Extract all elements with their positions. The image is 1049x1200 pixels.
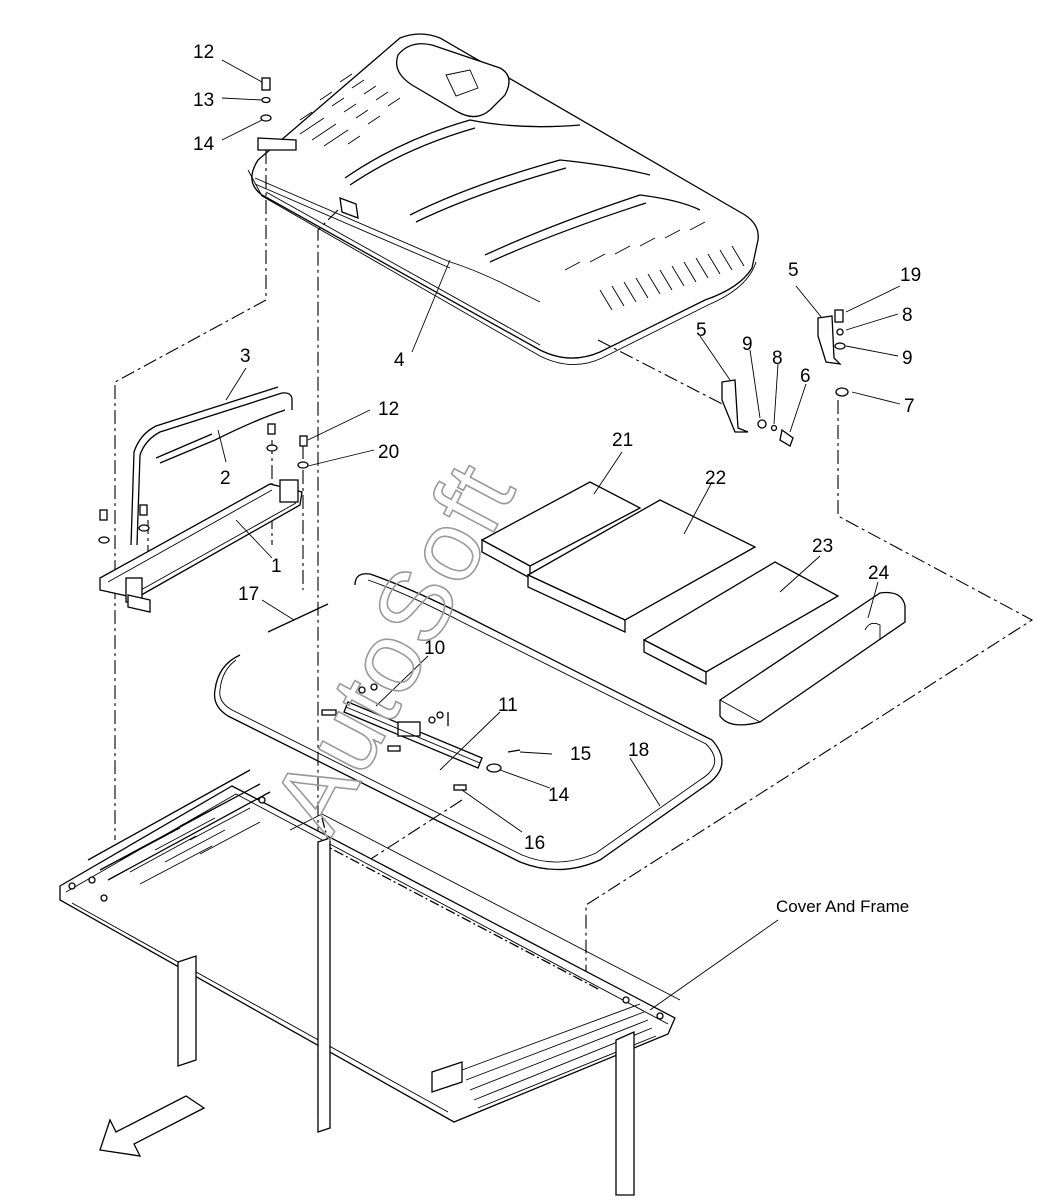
callout-14-mid: 14 — [548, 785, 570, 806]
seal-strips — [213, 573, 723, 871]
assembly-label-cover-and-frame: Cover And Frame — [776, 897, 909, 916]
callout-5-left: 5 — [696, 320, 707, 341]
callout-9-right: 9 — [902, 348, 913, 369]
callout-labels: 12 13 14 4 3 2 1 12 20 5 9 8 6 5 19 8 9 … — [193, 42, 921, 916]
callout-13: 13 — [193, 90, 214, 111]
callout-3: 3 — [240, 346, 251, 367]
callout-12-top: 12 — [193, 42, 214, 63]
bracket-and-rod — [99, 386, 303, 613]
callout-11: 11 — [498, 695, 518, 716]
callout-6: 6 — [800, 366, 811, 387]
callout-5-right: 5 — [788, 260, 799, 281]
callout-23: 23 — [812, 536, 833, 557]
callout-21: 21 — [612, 430, 633, 451]
base-frame-cover-and-frame — [59, 769, 681, 1196]
callout-22: 22 — [705, 468, 726, 489]
callout-20: 20 — [378, 442, 399, 463]
callout-4: 4 — [394, 350, 405, 371]
callout-7: 7 — [904, 396, 915, 417]
callout-14-top: 14 — [193, 134, 215, 155]
fasteners — [98, 77, 849, 791]
front-direction-arrow — [99, 1095, 206, 1157]
callout-10: 10 — [424, 638, 445, 659]
callout-18: 18 — [628, 740, 649, 761]
callout-17: 17 — [238, 584, 259, 605]
callout-19: 19 — [900, 265, 921, 286]
leader-lines — [217, 59, 901, 1011]
callout-8-right: 8 — [902, 305, 913, 326]
top-cover-part-4 — [247, 33, 759, 365]
hinge-bar-part-11 — [343, 701, 483, 769]
callout-8-left: 8 — [772, 348, 783, 369]
callout-16: 16 — [524, 833, 545, 854]
callout-15: 15 — [570, 744, 591, 765]
callout-24: 24 — [868, 563, 890, 584]
callout-9-left: 9 — [742, 334, 753, 355]
insulation-pads — [480, 481, 906, 726]
callout-2: 2 — [220, 468, 231, 489]
callout-12-mid: 12 — [378, 399, 399, 420]
callout-1: 1 — [271, 556, 282, 577]
